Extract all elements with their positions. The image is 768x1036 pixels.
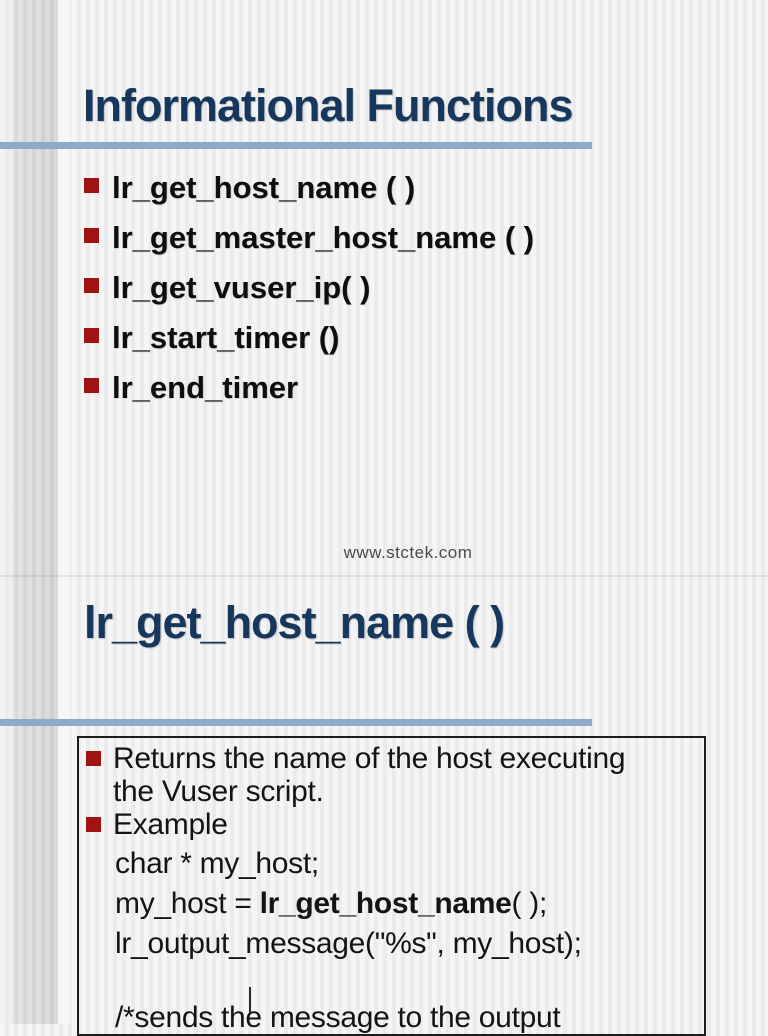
list-item: lr_get_host_name ( ) [84,170,415,206]
list-item: lr_end_timer [84,370,298,406]
bullet-square-icon [84,378,99,393]
bullet-square-icon [84,328,99,343]
bullet-square-icon [84,228,99,243]
list-item: lr_start_timer () [84,320,339,356]
list-item-label: lr_get_master_host_name ( ) [112,220,535,255]
code-text: my_host = [115,887,260,920]
code-text: ( ); [511,887,548,920]
list-item-line: the Vuser script. [113,775,324,808]
list-item: lr_get_master_host_name ( ) [84,220,534,256]
slide1-title-rule [0,142,592,149]
list-item-label: lr_get_vuser_ip( ) [112,270,371,305]
slide-boundary [0,575,768,577]
code-line: /*sends the message to the output [115,1001,561,1034]
list-item-label: lr_end_timer [112,370,299,405]
left-pleat-band [0,0,58,1024]
list-item: Returns the name of the host executing t… [86,742,706,808]
list-item-label: lr_start_timer () [112,320,340,355]
slide2-title-rule [0,719,592,726]
code-line: my_host = lr_get_host_name( ); [115,887,547,921]
list-item-label: Example [113,808,228,841]
code-function-name: lr_get_host_name [259,887,512,920]
list-item-line: Returns the name of the host executing [113,742,626,775]
code-line: lr_output_message("%s", my_host); [115,927,582,960]
bullet-square-icon [86,817,101,832]
list-item: lr_get_vuser_ip( ) [84,270,370,306]
slide2-title: lr_get_host_name ( ) [84,597,505,648]
code-line: char * my_host; [115,847,319,880]
list-item: Example [86,808,228,841]
text-caret [249,987,251,1013]
left-pleat-highlight [58,0,71,1024]
slide1-title: Informational Functions [83,80,573,131]
bullet-square-icon [86,751,101,766]
bullet-square-icon [84,178,99,193]
footer-url: www.stctek.com [343,543,473,562]
list-item-label: lr_get_host_name ( ) [112,170,416,205]
bullet-square-icon [84,278,99,293]
